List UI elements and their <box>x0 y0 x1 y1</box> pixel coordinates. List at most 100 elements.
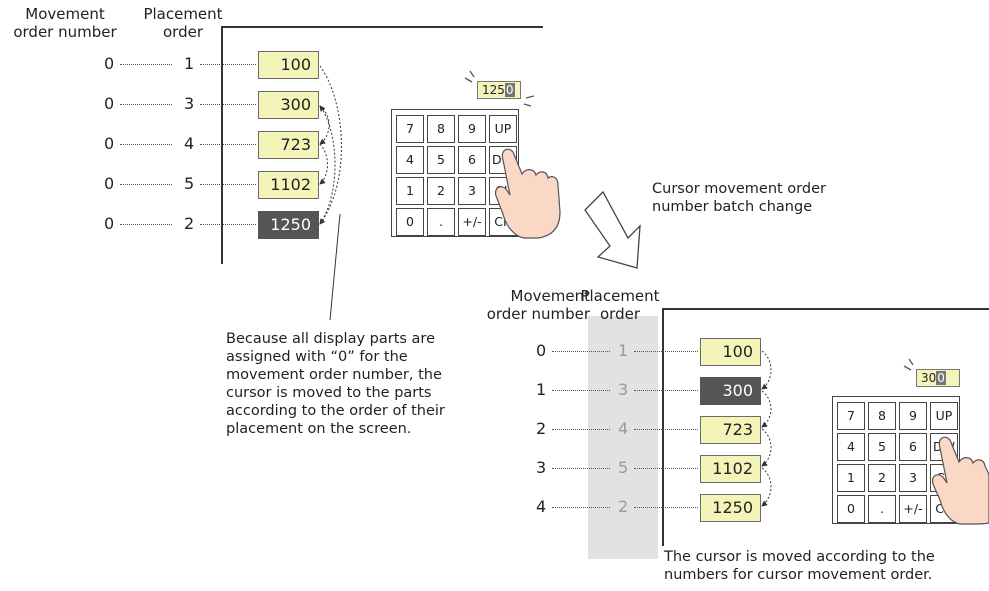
left-placement-number: 5 <box>184 174 195 193</box>
right-sparkle-icon <box>903 358 914 371</box>
right-movement-number: 2 <box>536 419 547 438</box>
right-key[interactable]: 1 <box>837 464 865 492</box>
left-key[interactable]: 7 <box>396 115 424 143</box>
right-placement-number: 1 <box>618 341 629 360</box>
right-keypad: 789UP456DW123CL0.+/-CR <box>832 396 960 524</box>
left-dotted-leader <box>200 224 256 225</box>
left-movement-number: 0 <box>104 134 115 153</box>
left-movement-number: 0 <box>104 214 115 233</box>
left-order-arrow-3 <box>319 105 330 145</box>
right-dotted-leader <box>634 429 698 430</box>
left-key[interactable]: 5 <box>427 146 455 174</box>
left-key[interactable]: . <box>427 208 455 236</box>
right-display-part[interactable]: 300 <box>700 377 761 405</box>
left-display-part[interactable]: 723 <box>258 131 319 159</box>
right-key[interactable]: 6 <box>899 433 927 461</box>
left-display-part[interactable]: 100 <box>258 51 319 79</box>
left-key[interactable]: 9 <box>458 115 486 143</box>
right-display-part[interactable]: 1102 <box>700 455 761 483</box>
left-placement-number: 3 <box>184 94 195 113</box>
right-key[interactable]: 9 <box>899 402 927 430</box>
left-placement-header: Placement order <box>143 5 223 41</box>
left-movement-number: 0 <box>104 94 115 113</box>
left-display-part[interactable]: 300 <box>258 91 319 119</box>
right-placement-header: Placement order <box>580 287 660 323</box>
left-order-arrow-4 <box>319 143 328 185</box>
right-key[interactable]: 5 <box>868 433 896 461</box>
left-key[interactable]: UP <box>489 115 517 143</box>
right-placement-number: 3 <box>618 380 629 399</box>
right-dotted-leader <box>552 429 610 430</box>
left-key[interactable]: +/- <box>458 208 486 236</box>
right-order-arrow-1 <box>761 350 772 390</box>
left-display-readout: 1250 <box>477 81 521 99</box>
right-display-part[interactable]: 723 <box>700 416 761 444</box>
left-key[interactable]: 2 <box>427 177 455 205</box>
right-key[interactable]: 2 <box>868 464 896 492</box>
right-movement-number: 0 <box>536 341 547 360</box>
right-key[interactable]: 0 <box>837 495 865 523</box>
left-movement-number: 0 <box>104 54 115 73</box>
left-dotted-leader <box>120 184 172 185</box>
right-movement-header: Movement order number <box>486 287 590 323</box>
right-dotted-leader <box>634 468 698 469</box>
left-placement-number: 1 <box>184 54 195 73</box>
left-display-cursor: 0 <box>504 83 515 97</box>
left-dotted-leader <box>120 144 172 145</box>
left-dotted-leader <box>200 64 256 65</box>
right-display-part[interactable]: 100 <box>700 338 761 366</box>
right-movement-number: 3 <box>536 458 547 477</box>
left-key[interactable]: 0 <box>396 208 424 236</box>
left-key[interactable]: 1 <box>396 177 424 205</box>
right-hand-icon <box>932 436 989 525</box>
left-dotted-leader <box>200 104 256 105</box>
left-key[interactable]: 8 <box>427 115 455 143</box>
right-screen-frame-top <box>662 308 989 310</box>
batch-change-label: Cursor movement order number batch chang… <box>652 181 826 215</box>
right-key[interactable]: 3 <box>899 464 927 492</box>
left-display-part[interactable]: 1102 <box>258 171 319 199</box>
left-placement-number: 4 <box>184 134 195 153</box>
right-placement-number: 2 <box>618 497 629 516</box>
left-hand-icon <box>495 148 561 239</box>
left-dotted-leader <box>120 104 172 105</box>
right-dotted-leader <box>552 507 610 508</box>
batch-change-arrow-icon <box>584 190 641 269</box>
left-keypad: 789UP456DW123CL0.+/-CR <box>391 109 519 237</box>
left-key[interactable]: 3 <box>458 177 486 205</box>
left-dotted-leader <box>120 224 172 225</box>
right-display-part[interactable]: 1250 <box>700 494 761 522</box>
left-key[interactable]: 4 <box>396 146 424 174</box>
left-placement-number: 2 <box>184 214 195 233</box>
right-dotted-leader <box>552 390 610 391</box>
right-dotted-leader <box>552 351 610 352</box>
left-display-part[interactable]: 1250 <box>258 211 319 239</box>
placement-band <box>588 316 658 559</box>
left-note-leader <box>329 213 341 321</box>
right-display-cursor: 0 <box>936 371 946 385</box>
left-order-arrow-1 <box>319 65 342 225</box>
left-key[interactable]: 6 <box>458 146 486 174</box>
right-dotted-leader <box>552 468 610 469</box>
left-sparkle-icon <box>464 70 535 107</box>
left-display-digits: 125 <box>482 83 505 97</box>
right-dotted-leader <box>634 390 698 391</box>
right-display-readout: 300 <box>916 369 960 387</box>
left-movement-header: Movement order number <box>13 5 117 41</box>
right-key[interactable]: UP <box>930 402 958 430</box>
right-screen-frame-left <box>662 308 664 546</box>
right-placement-number: 5 <box>618 458 629 477</box>
left-order-arrow-2 <box>319 105 336 225</box>
left-dotted-leader <box>120 64 172 65</box>
left-note: Because all display parts are assigned w… <box>226 331 445 437</box>
right-key[interactable]: +/- <box>899 495 927 523</box>
right-movement-number: 4 <box>536 497 547 516</box>
right-order-arrow-4 <box>761 467 772 507</box>
right-key[interactable]: 4 <box>837 433 865 461</box>
right-key[interactable]: 8 <box>868 402 896 430</box>
right-key[interactable]: 7 <box>837 402 865 430</box>
right-key[interactable]: . <box>868 495 896 523</box>
left-screen-frame-left <box>221 26 223 264</box>
right-display-digits: 30 <box>921 371 937 385</box>
